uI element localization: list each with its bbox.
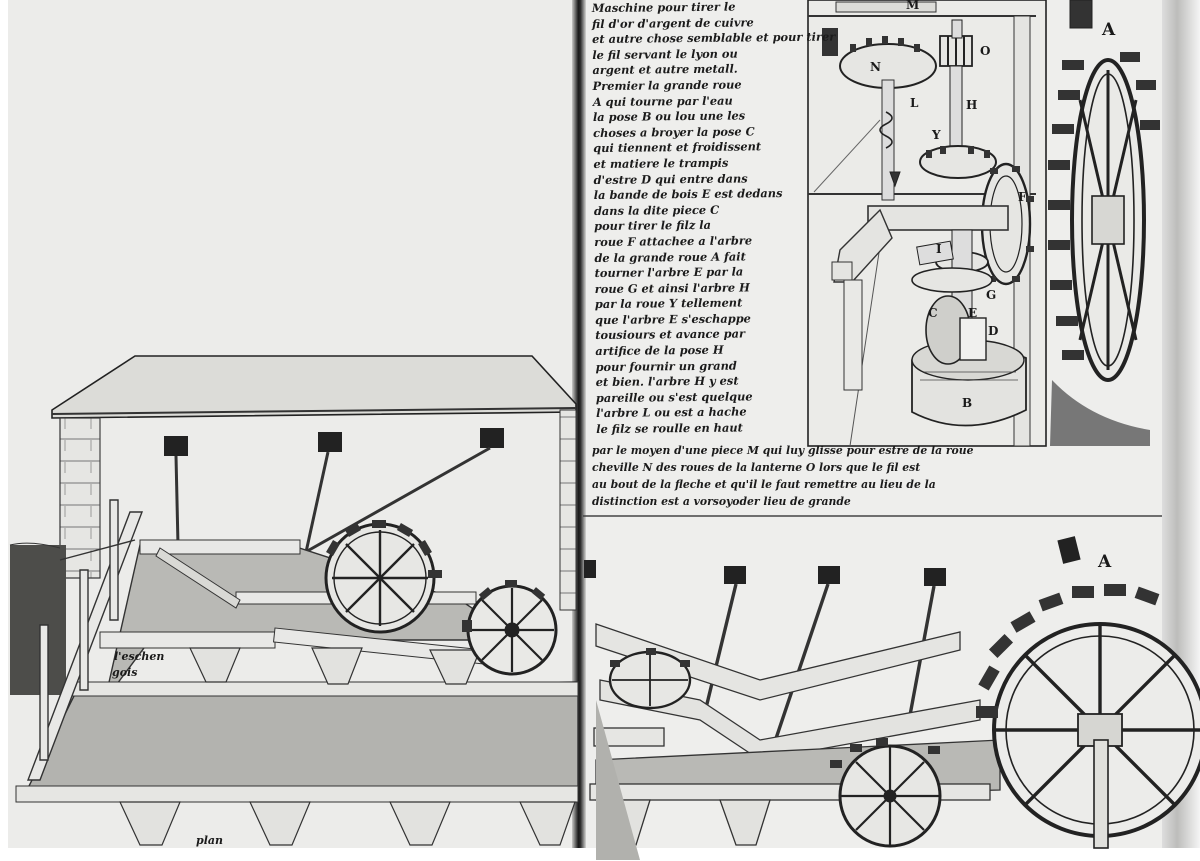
lower-right-pins: [584, 536, 1081, 586]
label-L: L: [910, 96, 919, 110]
text-line: la bande de bois E est dedans: [593, 186, 783, 203]
left-fence: [26, 499, 144, 781]
text-line: au bout de la fleche et qu'il le faut re…: [592, 478, 936, 491]
text-line: par le moyen d'une piece M qui luy gliss…: [592, 444, 974, 457]
label-E: E: [968, 306, 978, 320]
label-O: O: [980, 44, 991, 58]
label-I: I: [936, 242, 942, 256]
label-A-bottom: A: [1098, 552, 1112, 572]
big-wheel-A-top: [1048, 0, 1160, 446]
inset-gear-E-G: [911, 229, 993, 321]
small-wheel-right-2: [830, 738, 942, 848]
text-line: cheville N des roues de la lanterne O lo…: [592, 461, 921, 474]
label-M: M: [906, 0, 920, 12]
text-line: et autre chose semblable et pour tirer: [592, 29, 836, 47]
millstone-B: [911, 295, 1027, 427]
caption-left-2: gois: [112, 666, 138, 679]
small-wheel-right-1: [608, 648, 692, 710]
label-N: N: [870, 60, 881, 74]
water-left: [9, 542, 66, 695]
waterwheel-left-1: [324, 520, 442, 634]
crown-gear-N: [839, 36, 937, 201]
label-H: H: [966, 98, 978, 112]
label-C: C: [928, 306, 938, 320]
label-G: G: [986, 288, 997, 302]
label-D: D: [988, 324, 999, 338]
lantern-O: [919, 19, 997, 179]
caption-left-1: l'eschen: [114, 650, 165, 663]
waterwheel-left-2: [462, 580, 558, 676]
description-column: Maschine pour tirer le fil d'or d'argent…: [592, 0, 836, 438]
book-gutter: [572, 0, 586, 861]
inset-shaft: [831, 205, 1009, 391]
description-continuation: par le moyen d'une piece M qui luy gliss…: [592, 442, 1167, 510]
roof-pins: [164, 428, 504, 456]
text-line: distinction est a vorsoyoder lieu de gra…: [592, 495, 851, 508]
label-Y: Y: [932, 128, 941, 142]
bottom-note: plan: [196, 834, 223, 847]
text-line: le filz se roulle en haut: [596, 420, 743, 437]
label-F: F: [1018, 190, 1027, 204]
label-B: B: [962, 396, 973, 410]
mill-house: [51, 355, 577, 611]
lower-floor: [15, 647, 579, 846]
big-wheel-A-bottom: [976, 584, 1200, 849]
label-A-top: A: [1102, 20, 1116, 40]
